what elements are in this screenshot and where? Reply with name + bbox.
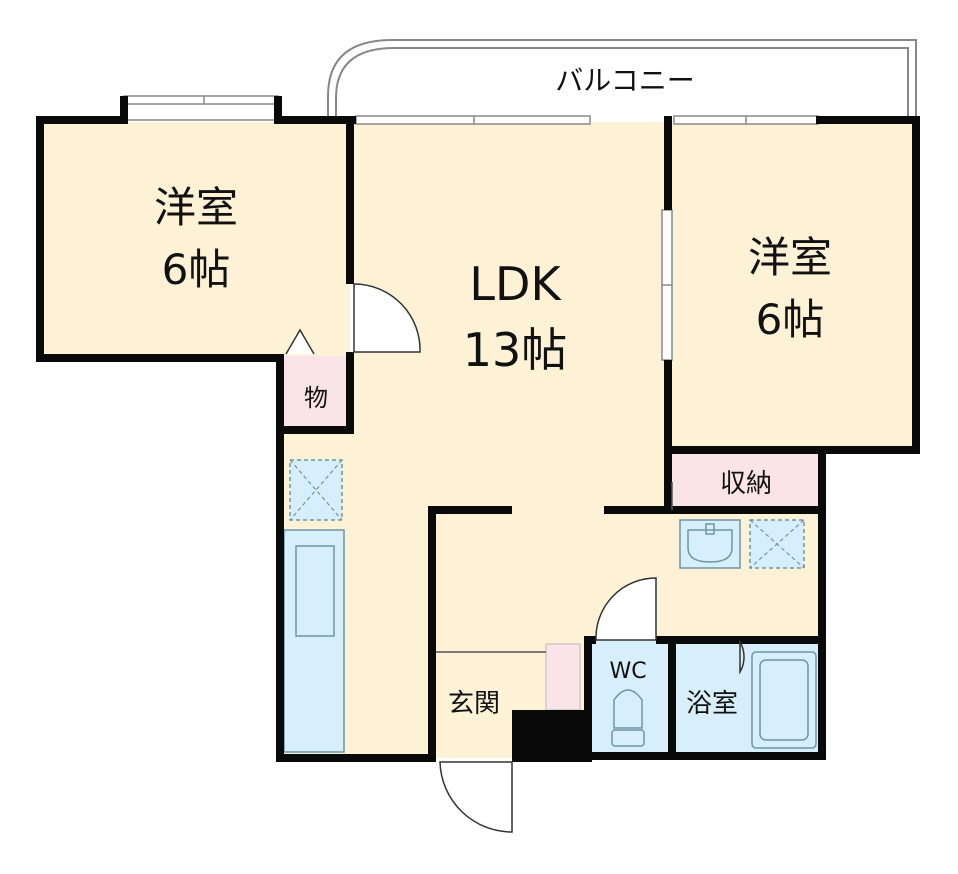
entrance-label: 玄関 [448, 689, 500, 719]
western-left-name: 洋室 [154, 183, 238, 232]
storage-small-label: 物 [304, 384, 328, 412]
bathtub-icon [751, 651, 817, 749]
fridge-space [289, 459, 343, 521]
washbasin [679, 519, 741, 569]
toilet-icon [611, 689, 645, 747]
closet-fill [672, 448, 822, 510]
ldk-name: LDK [469, 257, 562, 311]
western-right-size: 6帖 [756, 295, 825, 344]
western-right-name: 洋室 [748, 233, 832, 282]
closet-label: 収納 [720, 469, 772, 499]
washer-space [749, 519, 805, 569]
room-western-left-fill [42, 122, 350, 358]
room-western-right-fill [670, 122, 914, 448]
wc-label: WC [609, 659, 646, 684]
walls [36, 96, 920, 762]
storage-small-fill [282, 356, 350, 428]
kitchen-counter [283, 529, 345, 753]
western-left-size: 6帖 [162, 245, 231, 294]
shoe-box-fill [545, 643, 581, 711]
balcony-label: バルコニー [555, 64, 694, 97]
balcony [327, 39, 917, 118]
partitions [436, 482, 673, 653]
ldk-size: 13帖 [463, 323, 568, 377]
door-swings [285, 283, 745, 833]
bath-label: 浴室 [686, 689, 738, 719]
